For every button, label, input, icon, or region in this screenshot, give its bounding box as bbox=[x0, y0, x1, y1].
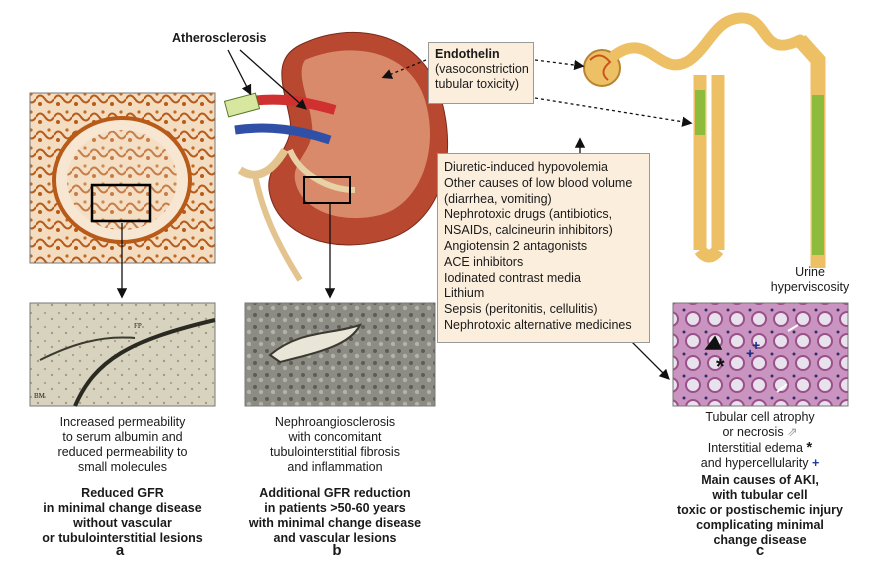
zoom-frame-a bbox=[90, 183, 152, 223]
kidney-illustration bbox=[223, 32, 448, 282]
cause-item: Nephrotoxic alternative medicines bbox=[444, 317, 632, 332]
zoom-frame-b bbox=[303, 176, 351, 204]
panel-b-title: Additional GFR reduction in patients >50… bbox=[230, 486, 440, 546]
cause-item: Nephrotoxic drugs (antibiotics, bbox=[444, 207, 613, 222]
urine-line: hyperviscosity bbox=[770, 280, 850, 294]
endothelin-title: Endothelin bbox=[435, 47, 500, 61]
svg-text:+: + bbox=[746, 345, 754, 361]
desc-line: Increased permeability bbox=[59, 415, 186, 429]
legend-line: Interstitial edema * bbox=[665, 440, 855, 456]
legend-text: and hypercellularity bbox=[700, 456, 809, 470]
title-line: without vascular bbox=[73, 516, 172, 530]
title-line: in patients >50-60 years bbox=[264, 501, 406, 515]
title-line: with minimal change disease bbox=[248, 516, 422, 530]
bm-label: BM bbox=[34, 392, 45, 400]
title-line: Reduced GFR bbox=[81, 486, 164, 500]
asterisk-icon: * bbox=[806, 439, 813, 456]
tubular-histology-image: * + + bbox=[672, 302, 849, 407]
title-line: and vascular lesions bbox=[273, 531, 397, 545]
title-line: complicating minimal bbox=[696, 518, 824, 532]
panel-c-legend: Tubular cell atrophy or necrosis ⇗ Inter… bbox=[665, 410, 855, 471]
atherosclerosis-label: Atherosclerosis bbox=[172, 31, 267, 45]
cause-item: Other causes of low blood volume bbox=[444, 175, 633, 190]
legend-text: or necrosis bbox=[722, 425, 784, 439]
panel-a-letter: a bbox=[115, 542, 125, 559]
panel-c-letter: c bbox=[755, 542, 765, 559]
cause-item: ACE inhibitors bbox=[444, 254, 524, 269]
legend-line: or necrosis ⇗ bbox=[665, 425, 855, 440]
cause-item: Angiotensin 2 antagonists bbox=[444, 238, 588, 253]
urine-line: Urine bbox=[795, 265, 825, 279]
legend-line: and hypercellularity + bbox=[665, 456, 855, 471]
title-line: toxic or postischemic injury bbox=[676, 503, 843, 517]
endothelin-line: (vasoconstriction bbox=[435, 62, 529, 76]
legend-line: Tubular cell atrophy bbox=[705, 410, 815, 424]
cause-item: NSAIDs, calcineurin inhibitors) bbox=[444, 223, 613, 238]
white-arrow-icon: ⇗ bbox=[787, 425, 798, 439]
title-line: in minimal change disease bbox=[43, 501, 202, 515]
title-line: Main causes of AKI, bbox=[701, 473, 819, 487]
electron-micrograph-a bbox=[29, 302, 216, 407]
cause-item: Lithium bbox=[444, 286, 485, 301]
cause-item: (diarrhea, vomiting) bbox=[444, 191, 552, 206]
endothelin-box: Endothelin (vasoconstriction tubular tox… bbox=[428, 42, 534, 104]
histology-image-b bbox=[244, 302, 436, 407]
nephron-tubule-illustration bbox=[583, 12, 826, 268]
legend-text: Interstitial edema bbox=[707, 441, 803, 455]
aki-causes-box: Diuretic-induced hypovolemia Other cause… bbox=[437, 153, 650, 343]
cause-item: Iodinated contrast media bbox=[444, 270, 581, 285]
desc-line: and inflammation bbox=[287, 460, 383, 474]
desc-line: reduced permeability to bbox=[57, 445, 188, 459]
svg-text:+: + bbox=[752, 337, 760, 353]
desc-line: small molecules bbox=[78, 460, 167, 474]
title-line: or tubulointerstitial lesions bbox=[42, 531, 203, 545]
desc-line: with concomitant bbox=[288, 430, 382, 444]
cause-item: Diuretic-induced hypovolemia bbox=[444, 160, 608, 174]
fp-label: FP bbox=[134, 322, 142, 330]
cause-item: Sepsis (peritonitis, cellulitis) bbox=[444, 302, 598, 317]
title-line: Additional GFR reduction bbox=[259, 486, 411, 500]
panel-c-title: Main causes of AKI, with tubular cell to… bbox=[665, 473, 855, 548]
title-line: change disease bbox=[713, 533, 807, 547]
panel-b-description: Nephroangiosclerosis with concomitant tu… bbox=[230, 415, 440, 475]
panel-b-letter: b bbox=[332, 542, 342, 559]
desc-line: Nephroangiosclerosis bbox=[274, 415, 396, 429]
urine-hyperviscosity-label: Urine hyperviscosity bbox=[760, 265, 860, 295]
title-line: with tubular cell bbox=[712, 488, 808, 502]
desc-line: to serum albumin and bbox=[62, 430, 183, 444]
plus-icon: + bbox=[811, 456, 820, 470]
desc-line: tubulointerstitial fibrosis bbox=[270, 445, 400, 459]
endothelin-line: tubular toxicity) bbox=[435, 77, 520, 91]
svg-text:*: * bbox=[716, 354, 725, 379]
panel-a-title: Reduced GFR in minimal change disease wi… bbox=[20, 486, 225, 546]
glomerulus-histology-image bbox=[29, 92, 216, 264]
panel-a-description: Increased permeability to serum albumin … bbox=[20, 415, 225, 475]
